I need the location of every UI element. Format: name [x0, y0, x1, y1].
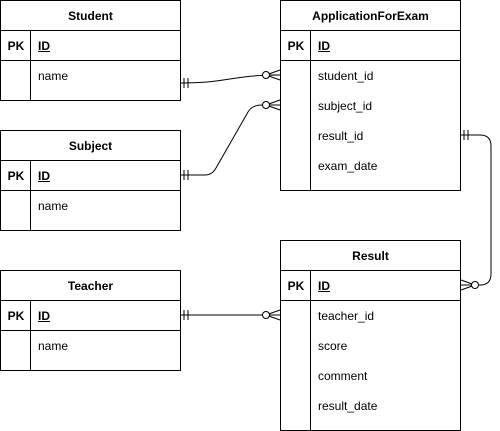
pk-field: ID [318, 38, 330, 53]
pk-field: ID [38, 308, 50, 323]
field-score: score [318, 339, 348, 353]
pk-label: PK [287, 38, 305, 53]
primary-key-row: PK ID [1, 161, 180, 191]
field-exam-date: exam_date [318, 159, 378, 173]
pk-field: ID [38, 168, 50, 183]
primary-key-row: PK ID [1, 31, 180, 61]
field-teacher-id: teacher_id [318, 309, 375, 323]
primary-key-row: PK ID [281, 31, 460, 61]
relationship-student-application [180, 69, 281, 88]
pk-label: PK [7, 38, 25, 53]
field-name: name [38, 199, 69, 213]
entity-title: Student [1, 1, 180, 31]
primary-key-row: PK ID [1, 301, 180, 331]
key-column-divider [310, 31, 311, 190]
pk-label: PK [7, 308, 25, 323]
field-subject-id: subject_id [318, 99, 373, 113]
pk-field: ID [38, 38, 50, 53]
field-result-id: result_id [318, 129, 364, 143]
key-column-divider [30, 301, 31, 370]
pk-label: PK [287, 278, 305, 293]
entity-teacher[interactable]: Teacher PK ID name [0, 270, 181, 371]
relationship-subject-application [181, 99, 281, 180]
entity-subject[interactable]: Subject PK ID name [0, 130, 181, 231]
key-column-divider [30, 161, 31, 230]
pk-label: PK [7, 168, 25, 183]
pk-field: ID [318, 278, 330, 293]
field-name: name [38, 339, 69, 353]
entity-title: Teacher [1, 271, 180, 301]
entity-application-for-exam[interactable]: ApplicationForExam PK ID student_id subj… [280, 0, 461, 191]
key-column-divider [310, 271, 311, 430]
relationship-application-result [460, 130, 492, 291]
entity-title: ApplicationForExam [281, 1, 460, 31]
field-result-date: result_date [318, 399, 378, 413]
primary-key-row: PK ID [281, 271, 460, 301]
entity-result[interactable]: Result PK ID teacher_id score comment re… [280, 240, 461, 431]
field-student-id: student_id [318, 69, 374, 83]
field-comment: comment [318, 369, 368, 383]
entity-title: Subject [1, 131, 180, 161]
relationship-teacher-result [181, 309, 281, 321]
field-name: name [38, 69, 69, 83]
entity-title: Result [281, 241, 460, 271]
key-column-divider [30, 31, 31, 100]
entity-student[interactable]: Student PK ID name [0, 0, 181, 101]
